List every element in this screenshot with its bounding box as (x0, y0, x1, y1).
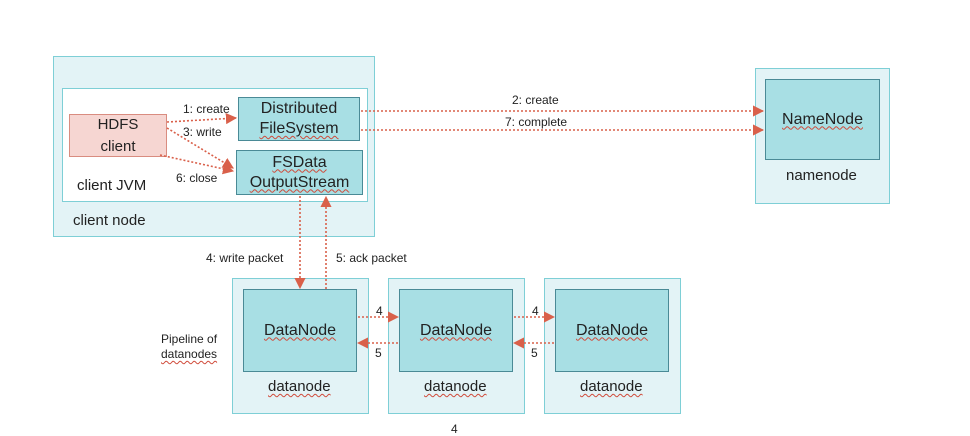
namenode-component: NameNode (765, 79, 880, 160)
label-close-local: 6: close (176, 171, 218, 185)
datanode-label-3: datanode (580, 378, 643, 395)
label-back-1: 5 (375, 346, 382, 360)
dfs-line2: FileSystem (259, 120, 339, 137)
arrow-close-local (159, 154, 235, 175)
datanode-component-3: DataNode (555, 289, 669, 372)
label-create-remote: 2: create (512, 93, 559, 107)
arrow-create-local (166, 112, 238, 125)
dfs-line1: Distributed (260, 100, 338, 117)
datanode-component-label-1: DataNode (263, 321, 337, 339)
label-fwd-1: 4 (376, 304, 383, 318)
label-fwd-2: 4 (532, 304, 539, 318)
datanode-label-2: datanode (424, 378, 487, 395)
hdfs-client: HDFS client (69, 114, 167, 157)
datanode-component-label-3: DataNode (575, 321, 649, 339)
namenode-component-label: NameNode (782, 110, 863, 128)
fsdata-line2: OutputStream (249, 173, 350, 191)
label-create-local: 1: create (183, 102, 230, 116)
fsdata-line1: FSData (272, 153, 327, 171)
datanode-component-2: DataNode (399, 289, 513, 372)
label-complete-remote: 7: complete (505, 115, 568, 129)
hdfs-client-line1: HDFS (97, 115, 139, 133)
footer-mark: 4 (451, 422, 458, 436)
arrow-write-local (166, 127, 234, 169)
pipeline-caption-line1: Pipeline of (161, 332, 218, 346)
datanode-label-1: datanode (268, 378, 331, 395)
label-write-local: 3: write (183, 125, 222, 139)
label-back-2: 5 (531, 346, 538, 360)
distributed-filesystem: Distributed FileSystem (238, 97, 360, 141)
client-node-label: client node (73, 212, 146, 229)
namenode-label: namenode (786, 167, 857, 184)
pipeline-caption-line2: datanodes (161, 347, 218, 361)
label-ack-packet: 5: ack packet (336, 251, 407, 265)
datanode-component-label-2: DataNode (419, 321, 493, 339)
datanode-component-1: DataNode (243, 289, 357, 372)
label-write-packet: 4: write packet (206, 251, 284, 265)
client-jvm-label: client JVM (77, 177, 147, 194)
fsdata-outputstream: FSData OutputStream (236, 150, 363, 195)
hdfs-client-line2: client (100, 137, 136, 155)
